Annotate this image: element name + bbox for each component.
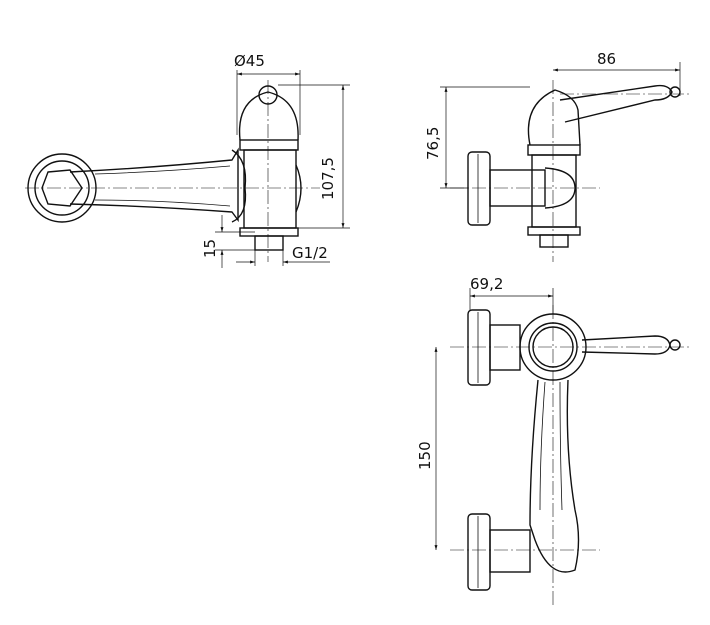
side-view: 86 76,5 [424, 50, 690, 262]
thread-label: G1/2 [292, 244, 328, 262]
offset-label: 69,2 [470, 275, 503, 293]
top-view: 69,2 150 [416, 275, 690, 605]
axis-height-label: 76,5 [424, 127, 442, 160]
stub-length-label: 15 [201, 239, 219, 258]
lever-reach-label: 86 [597, 50, 616, 68]
height-label: 107,5 [319, 157, 337, 200]
diameter-label: Ø45 [234, 52, 265, 70]
spacing-label: 150 [416, 441, 434, 470]
front-view: Ø45 107,5 15 G1/2 [25, 52, 350, 268]
